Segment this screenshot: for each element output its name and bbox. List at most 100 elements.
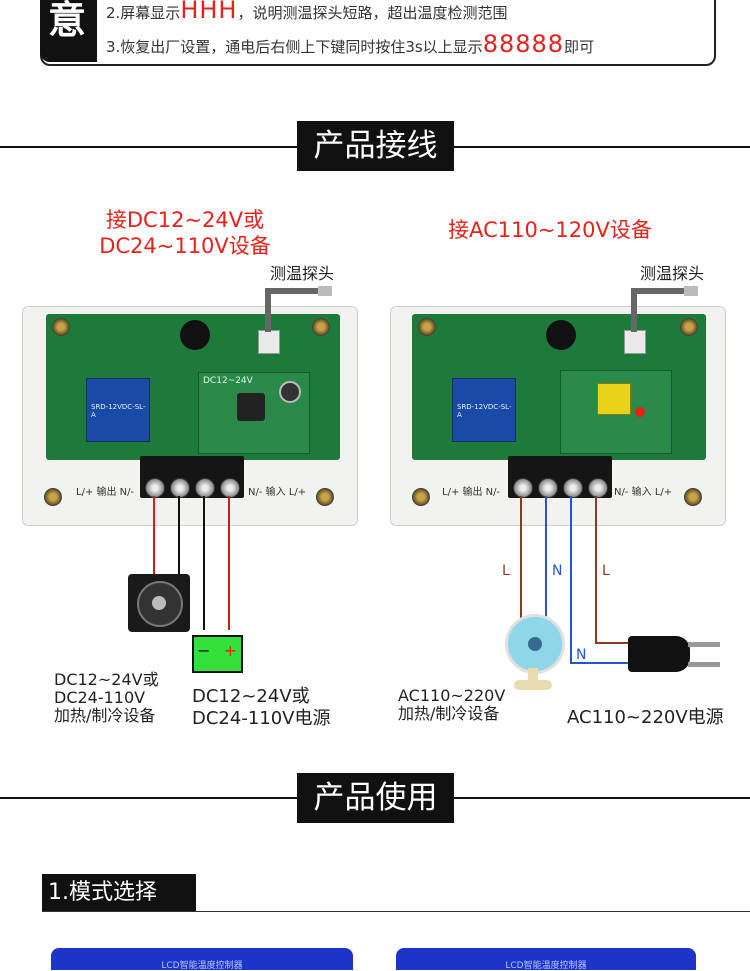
right-load-line-2: 加热/制冷设备 [398, 704, 500, 723]
capacitor-icon [279, 381, 301, 403]
wire-black [178, 496, 180, 586]
notice-line-3: 3.恢复出厂设置，通电后右侧上下键同时按住3s以上显示88888即可 [106, 30, 594, 58]
terminal-screw-icon [513, 478, 533, 498]
relay-icon: SRD-12VDC-SL-A [86, 378, 150, 442]
transformer-icon [597, 383, 631, 415]
probe-connector [624, 330, 646, 354]
fan-icon [128, 574, 190, 632]
controller-device-left: LCD智能温度控制器 [51, 948, 353, 971]
screw-icon [684, 488, 702, 506]
plug-prong [688, 642, 720, 647]
wire-label-n: N [552, 563, 563, 579]
screw-icon [316, 488, 334, 506]
left-input-label: N/- 输入 L/+ [248, 487, 307, 498]
probe-connector [258, 330, 280, 354]
inductor-icon [237, 393, 265, 421]
notice-line-2-code: HHH [180, 0, 238, 24]
left-heading: 接DC12~24V或 DC24~110V设备 [70, 207, 300, 259]
section-title-wiring: 产品接线 [297, 121, 454, 171]
relay-label: SRD-12VDC-SL-A [457, 403, 512, 419]
screw-icon [312, 318, 330, 336]
notice-line-2: 2.屏幕显示HHH，说明测温探头短路，超出温度检测范围 [106, 0, 507, 24]
screw-icon [412, 488, 430, 506]
notice-line-2-suffix: ，说明测温探头短路，超出温度检测范围 [237, 4, 508, 22]
device-label: LCD智能温度控制器 [161, 961, 243, 971]
left-load-line-3: 加热/制冷设备 [54, 706, 156, 725]
notice-tag: 意 [40, 0, 97, 62]
screw-icon [44, 488, 62, 506]
notice-line-3-code: 88888 [482, 30, 565, 58]
relay-label: SRD-12VDC-SL-A [91, 403, 146, 419]
notice-line-3-prefix: 3.恢复出厂设置，通电后右侧上下键同时按住3s以上显示 [106, 38, 483, 56]
thermometer-icon [318, 286, 332, 296]
notice-line-3-suffix: 即可 [564, 38, 595, 56]
notice-line-2-prefix: 2.屏幕显示 [106, 4, 181, 22]
wire-blue [545, 496, 547, 620]
notice-box [40, 0, 716, 66]
mode-select-title: 1.模式选择 [42, 874, 196, 912]
terminal-screw-icon [588, 478, 608, 498]
left-source-line-1: DC12~24V或 [192, 686, 310, 707]
wire-brown [595, 642, 630, 644]
probe-wire [631, 288, 637, 332]
left-output-label: L/+ 输出 N/- [76, 487, 135, 498]
terminal-screw-icon [538, 478, 558, 498]
relay-icon: SRD-12VDC-SL-A [452, 378, 516, 442]
plug-prong [688, 662, 720, 667]
terminal-screw-icon [145, 478, 165, 498]
section-title-usage: 产品使用 [297, 773, 454, 823]
wire-red [153, 496, 155, 586]
right-load-line-1: AC110~220V [398, 686, 506, 705]
probe-wire [265, 288, 271, 332]
wire-blue [570, 496, 572, 664]
screw-icon [52, 318, 70, 336]
right-output-label: L/+ 输出 N/- [442, 487, 501, 498]
wire-brown [595, 496, 597, 644]
dc-module-silk: DC12~24V [203, 376, 253, 386]
dc-converter-module: DC12~24V [198, 372, 310, 454]
wire-label-n: N [576, 647, 587, 663]
left-source-label: DC12~24V或 DC24-110V电源 [192, 686, 331, 730]
wire-label-l: L [602, 563, 610, 579]
screw-icon [680, 318, 698, 336]
wire-red [228, 496, 230, 630]
right-source-label: AC110~220V电源 [567, 707, 724, 728]
ac-power-module [560, 370, 672, 454]
right-probe-label: 测温探头 [640, 264, 705, 283]
probe-wire [265, 288, 320, 294]
terminal-screw-icon [170, 478, 190, 498]
buzzer-icon [546, 320, 576, 350]
power-plug-icon [628, 636, 690, 672]
terminal-screw-icon [220, 478, 240, 498]
buzzer-icon [180, 320, 210, 350]
wire-blue [570, 662, 630, 664]
controller-device-right: LCD智能温度控制器 [396, 948, 696, 971]
thermometer-icon [684, 286, 698, 296]
fan-base [514, 680, 552, 690]
left-load-line-2: DC24-110V [54, 688, 146, 707]
battery-plus: + [223, 641, 237, 660]
left-heading-line-1: 接DC12~24V或 [105, 208, 265, 232]
wire-black [203, 496, 205, 630]
screw-icon [418, 318, 436, 336]
wire-brown [520, 496, 522, 620]
right-heading: 接AC110~120V设备 [448, 218, 652, 242]
desk-fan-icon [505, 614, 565, 674]
left-load-line-1: DC12~24V或 [54, 670, 159, 689]
probe-wire [631, 288, 686, 294]
left-probe-label: 测温探头 [270, 264, 335, 283]
left-source-line-2: DC24-110V电源 [192, 708, 331, 729]
right-input-label: N/- 输入 L/+ [614, 487, 673, 498]
led-icon [635, 407, 645, 417]
battery-minus: − [197, 641, 211, 660]
battery-icon: − + [192, 635, 243, 673]
terminal-screw-icon [195, 478, 215, 498]
notice-tag-text: 意 [48, 0, 87, 42]
terminal-screw-icon [563, 478, 583, 498]
device-label: LCD智能温度控制器 [505, 961, 587, 971]
mode-select-underline [42, 911, 750, 912]
left-load-label: DC12~24V或 DC24-110V 加热/制冷设备 [54, 671, 159, 725]
wire-label-l: L [502, 563, 510, 579]
fan-stand [528, 668, 538, 682]
left-heading-line-2: DC24~110V设备 [99, 234, 271, 258]
